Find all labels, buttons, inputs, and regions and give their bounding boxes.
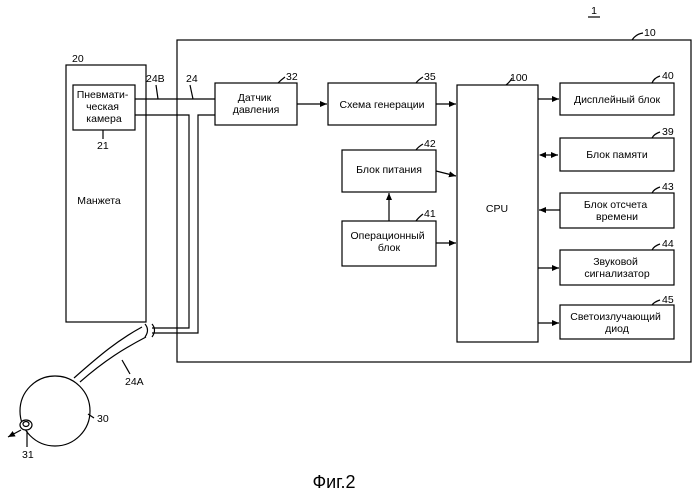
ref-device: 10 — [644, 27, 656, 39]
ref-buzzer: 44 — [662, 238, 674, 250]
ref-tube: 24 — [186, 73, 198, 85]
display-block-label: Дисплейный блок — [574, 94, 660, 106]
ref-tube-a: 24A — [125, 376, 144, 388]
generation-circuit-label: Схема генерации — [339, 99, 424, 111]
memory-block-label: Блок памяти — [586, 149, 648, 161]
ref-led: 45 — [662, 294, 674, 306]
ref-timer: 43 — [662, 181, 674, 193]
cpu-label: CPU — [486, 203, 508, 215]
ref-cuff: 20 — [72, 53, 84, 65]
ref-bulb: 30 — [97, 413, 109, 425]
cuff-label: Манжета — [77, 195, 121, 207]
ref-valve: 31 — [22, 449, 34, 461]
ref-air-bladder: 21 — [97, 140, 109, 152]
buzzer-block-label: Звуковой сигнализатор — [584, 256, 650, 280]
ref-pressure-sensor: 32 — [286, 71, 298, 83]
pump-bulb — [20, 376, 90, 446]
ref-display: 40 — [662, 70, 674, 82]
tube-break-marks — [145, 324, 155, 337]
leader-tube-a — [122, 360, 130, 374]
ref-power: 42 — [424, 138, 436, 150]
valve-outlet-arrow — [8, 430, 21, 437]
ref-cpu: 100 — [510, 72, 528, 84]
ref-memory: 39 — [662, 126, 674, 138]
valve-knob — [23, 422, 29, 427]
figure-number: 1 — [591, 5, 597, 17]
pressure-sensor-label: Датчик давления — [233, 92, 280, 116]
figure-caption: Фиг.2 — [312, 472, 355, 492]
leader-tube-b — [156, 85, 158, 99]
power-block-label: Блок питания — [356, 164, 422, 176]
ref-generation-circuit: 35 — [424, 71, 436, 83]
ref-operation: 41 — [424, 208, 436, 220]
leader-device — [632, 33, 643, 40]
tube-24a-inner — [74, 327, 142, 378]
ref-tube-b: 24B — [146, 73, 165, 85]
